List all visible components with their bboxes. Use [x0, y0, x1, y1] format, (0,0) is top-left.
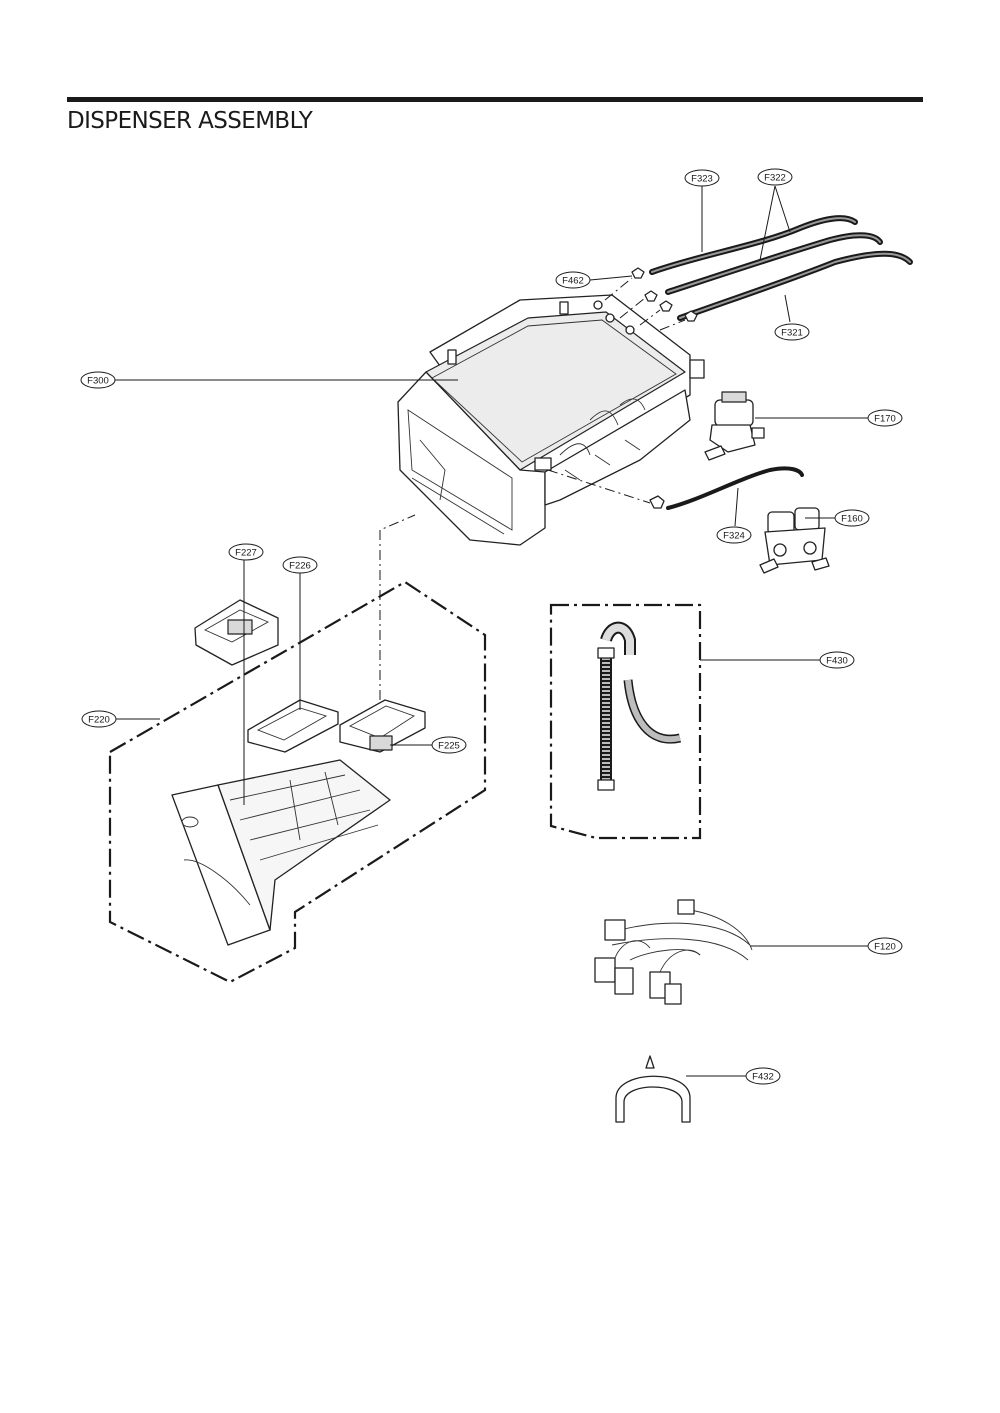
construction-line-1 — [379, 514, 416, 700]
callout-f324: F324 — [716, 526, 752, 544]
callout-f220: F220 — [81, 710, 117, 728]
svg-text:F160: F160 — [841, 514, 863, 525]
svg-text:F324: F324 — [723, 531, 745, 542]
valve-f170 — [704, 391, 765, 461]
title-rule — [67, 97, 923, 102]
leader-lines — [115, 185, 868, 1077]
page-title: DISPENSER ASSEMBLY — [67, 108, 313, 134]
svg-text:F225: F225 — [438, 741, 460, 752]
drain-hose-f430 — [597, 621, 682, 791]
hose-f324 — [547, 466, 804, 510]
svg-text:F323: F323 — [691, 174, 713, 185]
callout-f227: F227 — [228, 543, 264, 561]
drawer-group-outline — [108, 580, 487, 984]
svg-text:F430: F430 — [826, 656, 848, 667]
callout-f323: F323 — [684, 169, 720, 187]
svg-text:F300: F300 — [87, 376, 109, 387]
hose-group-outline — [549, 603, 702, 840]
svg-text:F462: F462 — [562, 276, 584, 287]
svg-text:F226: F226 — [289, 561, 311, 572]
svg-text:F220: F220 — [88, 715, 110, 726]
hoses-upper — [604, 215, 913, 331]
callout-f170: F170 — [867, 409, 903, 427]
softener-cap-f227 — [194, 599, 279, 666]
insert-f225 — [339, 699, 426, 753]
callout-f430: F430 — [819, 651, 855, 669]
callout-f462: F462 — [555, 271, 591, 289]
svg-text:F227: F227 — [235, 548, 257, 559]
svg-text:F322: F322 — [764, 173, 786, 184]
svg-text:F170: F170 — [874, 414, 896, 425]
drawer-body — [171, 759, 391, 946]
callout-f226: F226 — [282, 556, 318, 574]
hose-clip-f432 — [615, 1055, 691, 1123]
callout-f321: F321 — [774, 323, 810, 341]
callout-f432: F432 — [745, 1067, 781, 1085]
valve-f160 — [759, 507, 830, 574]
callout-f322: F322 — [757, 168, 793, 186]
svg-text:F432: F432 — [752, 1072, 774, 1083]
callout-f120: F120 — [867, 937, 903, 955]
callout-f300: F300 — [80, 371, 116, 389]
wire-harness-f120 — [594, 899, 753, 1005]
svg-text:F321: F321 — [781, 328, 803, 339]
svg-text:F120: F120 — [874, 942, 896, 953]
callout-f225: F225 — [431, 736, 467, 754]
callout-f160: F160 — [834, 509, 870, 527]
insert-f226 — [247, 699, 339, 753]
dispenser-housing — [397, 294, 705, 546]
